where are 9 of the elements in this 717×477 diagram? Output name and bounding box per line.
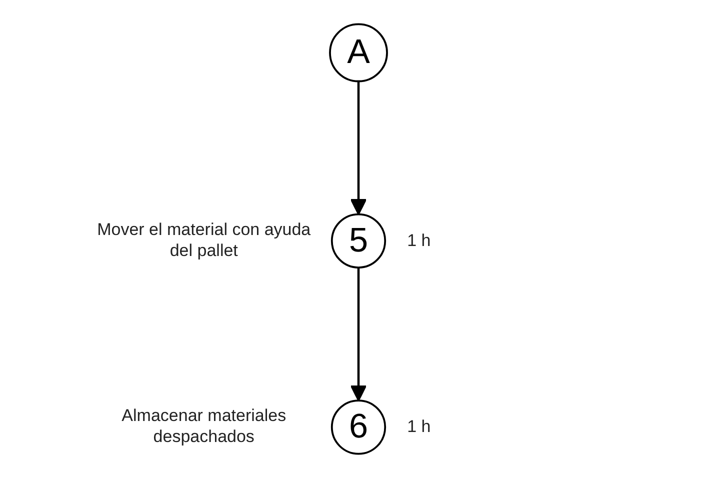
node-circle: 5 [330, 212, 386, 268]
step-description: Mover el material con ayuda del pallet [96, 218, 312, 262]
duration-label: 1 h [407, 416, 431, 438]
arrow [350, 80, 367, 215]
node-circle: 6 [330, 399, 386, 454]
duration-label: 1 h [407, 230, 431, 252]
step-description: Almacenar materiales despachados [120, 405, 288, 448]
arrow [350, 267, 367, 401]
node-circle: A [329, 22, 388, 82]
